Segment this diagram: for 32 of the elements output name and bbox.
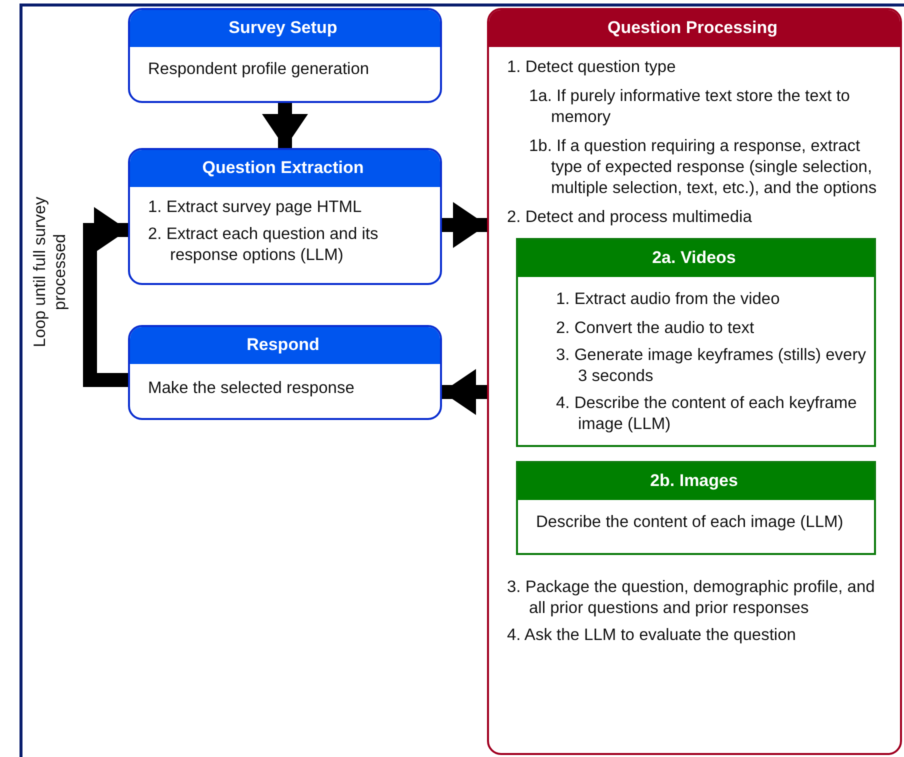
step-text: Describe the content of each image (LLM): [536, 512, 844, 533]
step-text: 3. Package the question, demographic profile, and all prior questions and prior responses: [507, 577, 876, 619]
step-text: 4. Ask the LLM to evaluate the question: [507, 625, 797, 646]
edge-label: Loop until full survey processed: [30, 196, 70, 350]
box-heading: Respond: [130, 327, 440, 364]
step-text: 2. Extract each question and its response options (LLM): [148, 224, 380, 266]
subprocess-box: [516, 238, 876, 447]
process-box: [128, 148, 442, 285]
step-text: Make the selected response: [148, 378, 356, 399]
block-arrow: [442, 202, 487, 248]
box-heading: 2b. Images: [518, 463, 874, 500]
step-text: 1. Detect question type: [507, 57, 677, 78]
box-heading: Question Extraction: [130, 150, 440, 187]
process-box: [128, 325, 442, 420]
step-text: Respondent profile generation: [148, 59, 370, 80]
block-arrow: [83, 207, 128, 387]
step-text: 2. Detect and process multimedia: [507, 207, 753, 228]
box-heading: Question Processing: [489, 10, 900, 47]
step-text: 1b. If a question requiring a response, extract type of expected response (single selection, multiple selection, text, etc.), and the options: [529, 136, 878, 199]
block-arrow: [442, 369, 487, 415]
box-heading: Survey Setup: [130, 10, 440, 47]
step-text: 2. Convert the audio to text: [556, 318, 756, 339]
block-arrow: [262, 103, 308, 148]
process-box: [128, 8, 442, 103]
step-text: 1. Extract audio from the video: [556, 289, 781, 310]
step-text: 1. Extract survey page HTML: [148, 197, 363, 218]
step-text: 1a. If purely informative text store the text to memory: [529, 86, 851, 128]
step-text: 4. Describe the content of each keyframe image (LLM): [556, 393, 858, 435]
step-text: 3. Generate image keyframes (stills) every 3 seconds: [556, 345, 866, 387]
box-heading: 2a. Videos: [518, 240, 874, 277]
subprocess-box: [516, 461, 876, 555]
process-box: [487, 8, 902, 755]
